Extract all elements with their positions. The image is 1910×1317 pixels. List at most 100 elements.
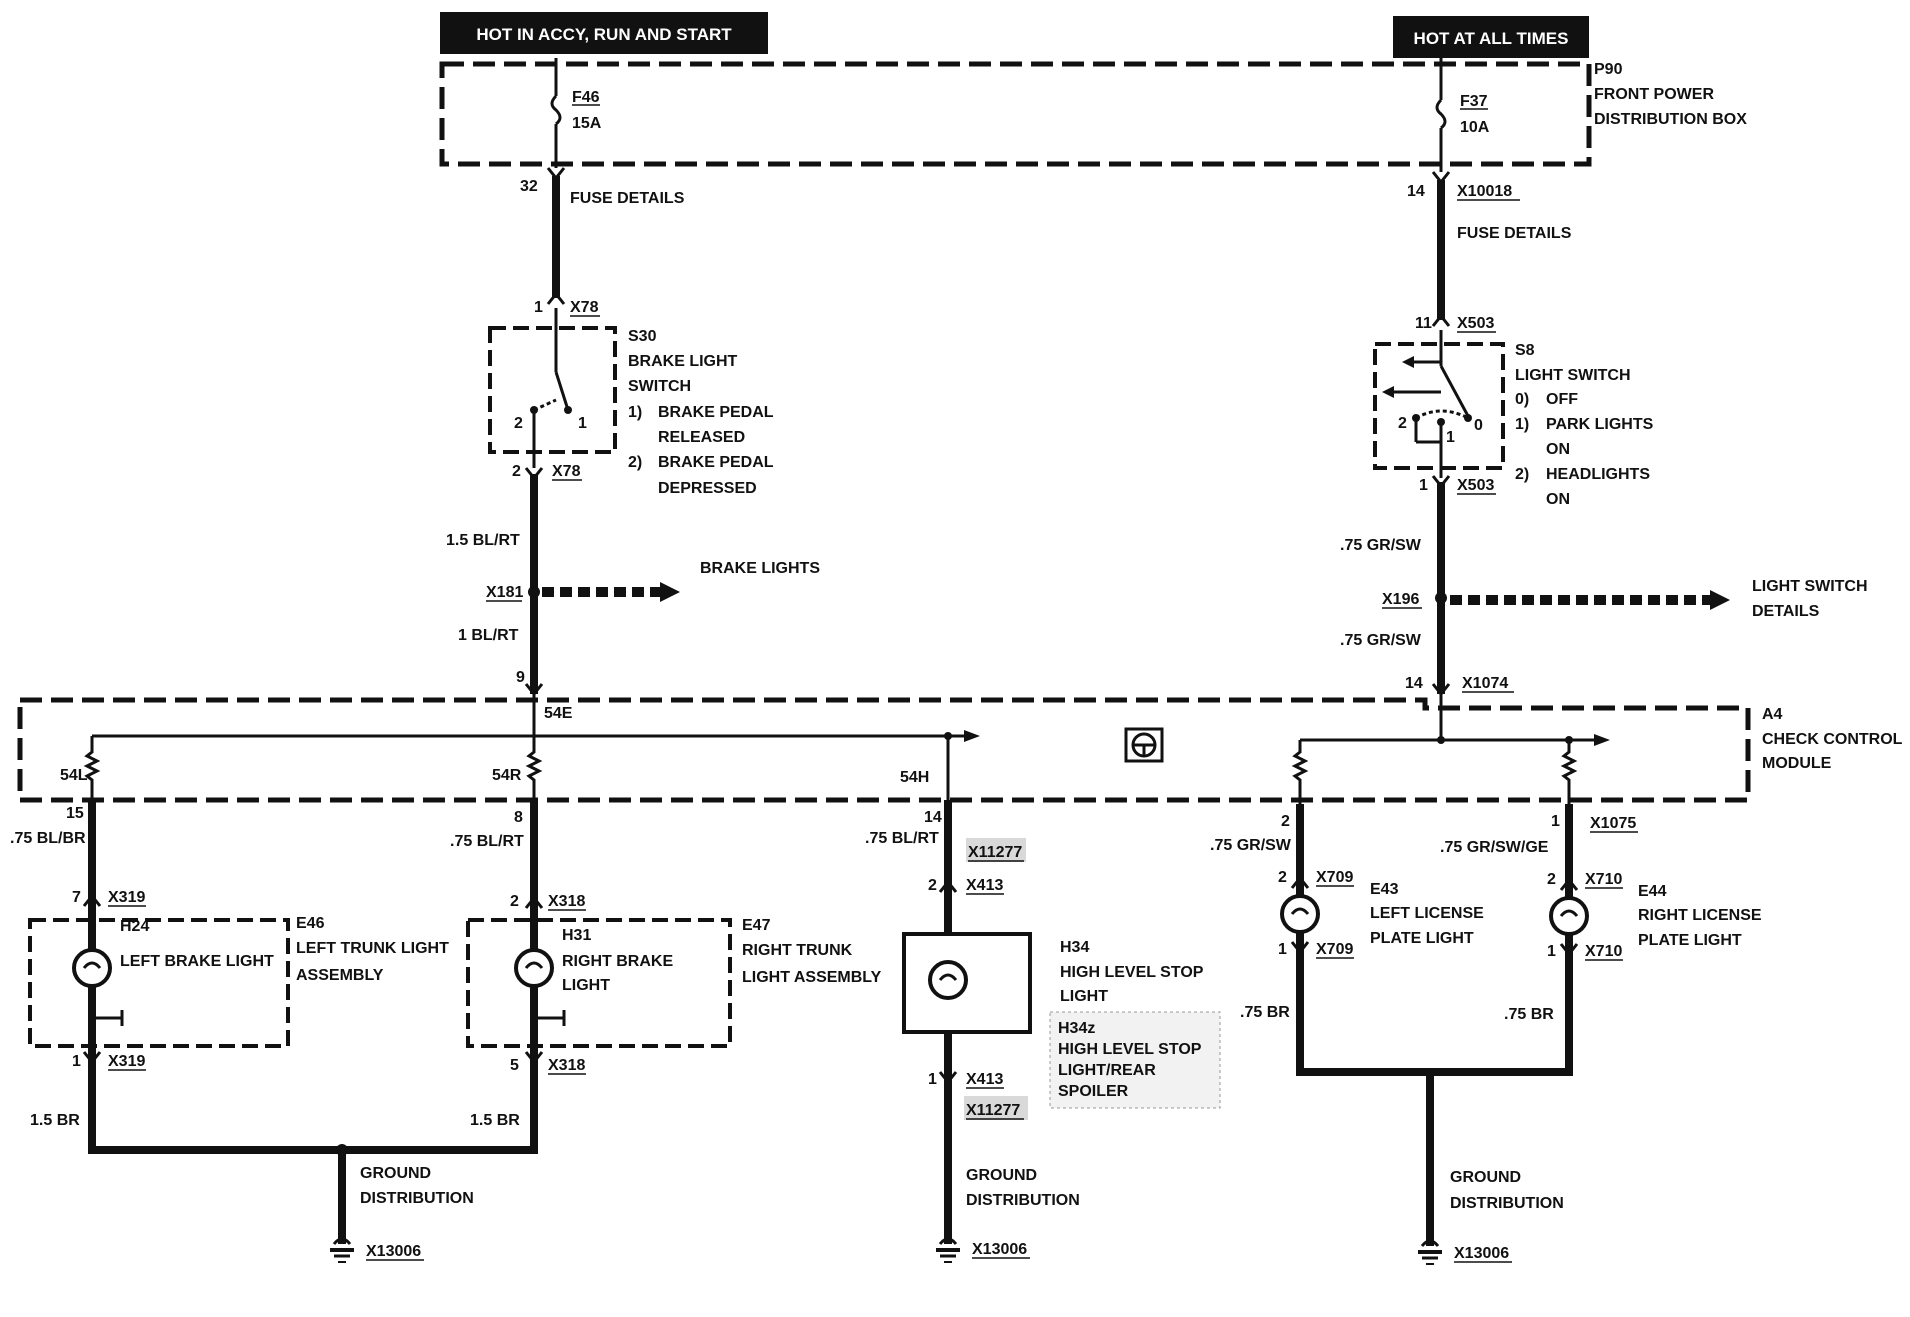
p90-id: P90 bbox=[1594, 61, 1623, 78]
a4-54l: 54L bbox=[60, 767, 88, 784]
s30-pos2b: DEPRESSED bbox=[658, 480, 757, 497]
e47-conn-in: X318 bbox=[548, 893, 585, 910]
s8-alt-blade bbox=[1415, 409, 1469, 420]
h34-pin-out: 1 bbox=[928, 1071, 937, 1088]
x709-out-connector bbox=[1290, 941, 1310, 955]
f37-pin: 14 bbox=[1407, 183, 1425, 200]
e47-id: E47 bbox=[742, 917, 771, 934]
s8-pin-in: 11 bbox=[1415, 315, 1432, 332]
wire-w13: .75 BR bbox=[1504, 1006, 1554, 1023]
h34-x11277-top: X11277 bbox=[968, 844, 1022, 861]
s30-contact1-label: 1 bbox=[578, 415, 587, 432]
e44-name2: PLATE LIGHT bbox=[1638, 932, 1742, 949]
wire-w12: .75 BR bbox=[1240, 1004, 1290, 1021]
header-left-text: HOT IN ACCY, RUN AND START bbox=[476, 25, 732, 44]
x78-in-connector bbox=[546, 291, 566, 305]
splice-x196-label: X196 bbox=[1382, 591, 1419, 608]
x11277-bottom-shade bbox=[964, 1096, 1028, 1120]
s8-p2a: HEADLIGHTS bbox=[1546, 466, 1650, 483]
h31-name1: RIGHT BRAKE bbox=[562, 953, 673, 970]
s8-p2b: ON bbox=[1546, 491, 1570, 508]
ground-left-a: GROUND bbox=[360, 1165, 431, 1182]
h34z-id: H34z bbox=[1058, 1020, 1095, 1037]
ground-right-a: GROUND bbox=[1450, 1169, 1521, 1186]
h34-conn-out: X413 bbox=[966, 1071, 1003, 1088]
e47-name1: RIGHT TRUNK bbox=[742, 942, 853, 959]
steering-wheel-icon-frame bbox=[1124, 727, 1164, 763]
e43-pin-in: 2 bbox=[1278, 869, 1287, 886]
p90-box bbox=[439, 61, 1592, 167]
a4-right-resistor-1 bbox=[1291, 740, 1309, 804]
s30-contact-1 bbox=[564, 406, 572, 414]
a4-pin14-top: 14 bbox=[1405, 675, 1423, 692]
s8-blade bbox=[1439, 365, 1470, 417]
wire-w5: .75 BL/BR bbox=[10, 830, 86, 847]
e44-bulb-icon bbox=[1549, 896, 1589, 936]
a4-54l-resistor bbox=[83, 736, 101, 800]
f37-fuse-details: FUSE DETAILS bbox=[1457, 225, 1572, 242]
ground-left-x: X13006 bbox=[366, 1243, 421, 1260]
e46-pin-out: 1 bbox=[72, 1053, 81, 1070]
ground-right-b: DISTRIBUTION bbox=[1450, 1195, 1564, 1212]
a4-pin8: 8 bbox=[514, 809, 523, 826]
s30-blade bbox=[554, 371, 570, 411]
f46-id: F46 bbox=[572, 89, 600, 106]
s30-conn-out: X78 bbox=[552, 463, 581, 480]
s30-pos1b: RELEASED bbox=[658, 429, 745, 446]
s30-pos1a: BRAKE PEDAL bbox=[658, 404, 774, 421]
a4-id: A4 bbox=[1762, 706, 1783, 723]
ground-center-a: GROUND bbox=[966, 1167, 1037, 1184]
ground-symbol-left bbox=[332, 1237, 352, 1245]
s8-switch-box bbox=[1373, 342, 1505, 470]
a4-pin9: 9 bbox=[516, 669, 525, 686]
e44-name1: RIGHT LICENSE bbox=[1638, 907, 1762, 924]
ground-center-x: X13006 bbox=[972, 1241, 1027, 1258]
s8-contact-0 bbox=[1464, 414, 1472, 422]
h34-name2: LIGHT bbox=[1060, 988, 1108, 1005]
e46-name1: LEFT TRUNK LIGHT bbox=[296, 940, 449, 957]
a4-54r: 54R bbox=[492, 767, 522, 784]
e44-pin-in: 2 bbox=[1547, 871, 1556, 888]
f37-id: F37 bbox=[1460, 93, 1488, 110]
s30-pin-in: 1 bbox=[534, 299, 543, 316]
s30-name2: SWITCH bbox=[628, 378, 691, 395]
e43-bulb-icon bbox=[1280, 894, 1320, 934]
s30-pin-out: 2 bbox=[512, 463, 521, 480]
e43-id: E43 bbox=[1370, 881, 1399, 898]
wire-w2: 1 BL/RT bbox=[458, 627, 519, 644]
h34-x11277-bottom: X11277 bbox=[966, 1102, 1020, 1119]
a4-pin2: 2 bbox=[1281, 813, 1290, 830]
x318-in-connector bbox=[524, 895, 544, 909]
header-right-text: HOT AT ALL TIMES bbox=[1414, 29, 1569, 48]
x11277-top-shade bbox=[966, 838, 1026, 862]
light-switch-details-1: LIGHT SWITCH bbox=[1752, 578, 1868, 595]
e43-conn-out: X709 bbox=[1316, 941, 1353, 958]
ground-symbol-center bbox=[938, 1237, 958, 1245]
p90-name1: FRONT POWER bbox=[1594, 86, 1714, 103]
ground-left-b: DISTRIBUTION bbox=[360, 1190, 474, 1207]
s8-c1: 1 bbox=[1446, 429, 1455, 446]
h24-name: LEFT BRAKE LIGHT bbox=[120, 953, 274, 970]
wire-w6: .75 BL/RT bbox=[450, 833, 524, 850]
h34-pin-in: 2 bbox=[928, 877, 937, 894]
s8-id: S8 bbox=[1515, 342, 1535, 359]
wire-w11: 1.5 BR bbox=[470, 1112, 520, 1129]
h34z-shaded-box bbox=[1049, 1011, 1221, 1109]
wire-w4: .75 GR/SW bbox=[1340, 632, 1422, 649]
s30-pos2a: BRAKE PEDAL bbox=[658, 454, 774, 471]
a4-name1: CHECK CONTROL bbox=[1762, 731, 1903, 748]
h34-name1: HIGH LEVEL STOP bbox=[1060, 964, 1204, 981]
s8-conn-out: X503 bbox=[1457, 477, 1494, 494]
s30-name1: BRAKE LIGHT bbox=[628, 353, 738, 370]
a4-54r-resistor bbox=[525, 736, 543, 800]
s30-switch-box bbox=[488, 326, 617, 454]
h31-name2: LIGHT bbox=[562, 977, 610, 994]
f37-fuse-symbol bbox=[1435, 98, 1447, 130]
light-switch-arrow-head bbox=[1710, 590, 1730, 610]
e44-conn-in: X710 bbox=[1585, 871, 1622, 888]
f46-fuse-details: FUSE DETAILS bbox=[570, 190, 685, 207]
h24-id: H24 bbox=[120, 918, 149, 935]
e46-conn-out: X319 bbox=[108, 1053, 145, 1070]
s8-pin-out: 1 bbox=[1419, 477, 1428, 494]
